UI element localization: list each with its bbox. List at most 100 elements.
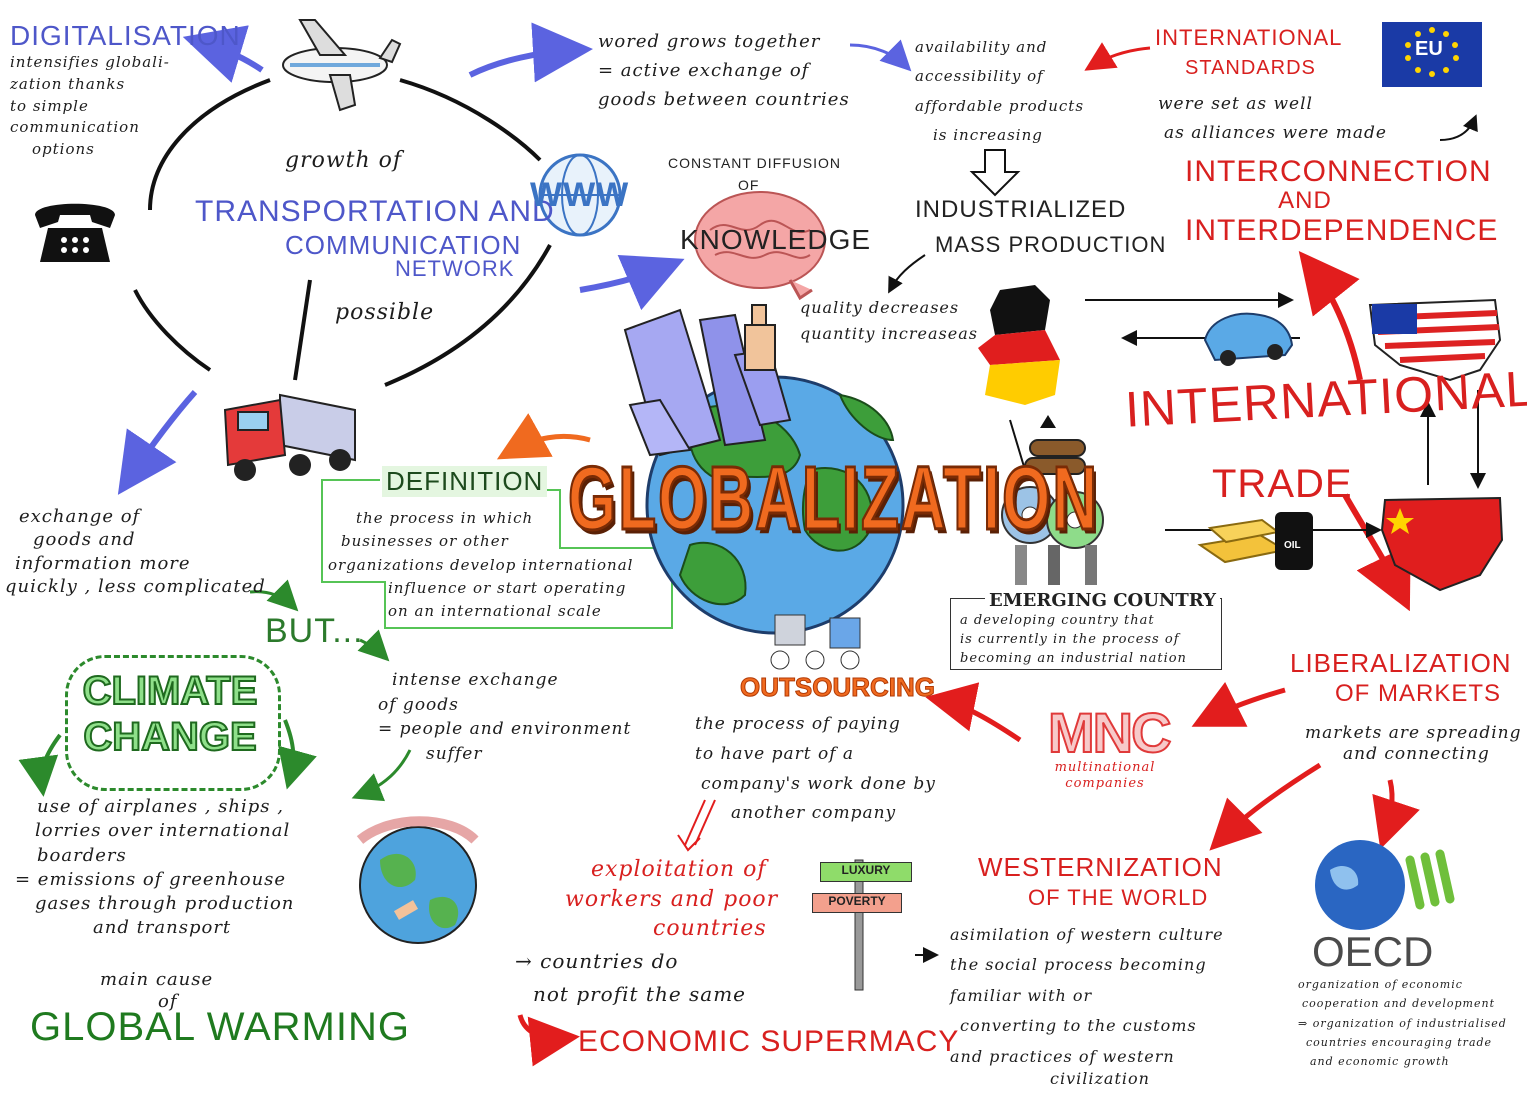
digitalisation-title: DIGITALISATION bbox=[10, 20, 241, 51]
exchange-text: exchange of goods and information more q… bbox=[5, 506, 266, 598]
puzzle-people-icon bbox=[770, 614, 861, 670]
westernization-text: asimilation of western culture the socia… bbox=[950, 925, 1224, 1088]
loop-line-right bbox=[384, 244, 552, 387]
outsourcing-text: the process of paying to have part of a … bbox=[695, 714, 936, 824]
poverty-sign: POVERTY bbox=[812, 893, 902, 913]
hollow-down-arrow bbox=[969, 149, 1021, 197]
climate-cloud-border bbox=[65, 655, 281, 791]
gold-bars-icon bbox=[1197, 518, 1288, 564]
oecd-globe-icon bbox=[1315, 840, 1455, 930]
oecd-title: OECD bbox=[1312, 928, 1434, 975]
arrow-intense-to-use bbox=[351, 749, 412, 802]
arrow-to-exploitation bbox=[684, 799, 706, 846]
arrow-from-but bbox=[357, 629, 390, 662]
arrow-to-eu bbox=[1439, 114, 1478, 141]
arrow-to-digitalisation bbox=[182, 25, 264, 83]
oil-barrel-icon bbox=[1275, 512, 1313, 570]
signpost-icon bbox=[854, 859, 864, 991]
global-warming-title: GLOBAL WARMING bbox=[30, 1005, 410, 1049]
luxury-sign: LUXURY bbox=[820, 862, 912, 882]
telephone-icon bbox=[35, 203, 115, 262]
city-buildings-icon bbox=[623, 304, 792, 457]
arrow-to-knowledge bbox=[579, 254, 685, 311]
main-cause-label: main cause bbox=[100, 969, 214, 990]
availability-text: availability and accessibility of afford… bbox=[915, 38, 1085, 144]
transport-title-2: COMMUNICATION bbox=[285, 230, 522, 260]
mass-production-label: MASS PRODUCTION bbox=[935, 232, 1167, 257]
growth-of-label: growth of bbox=[285, 148, 403, 173]
arrow-to-but bbox=[249, 579, 299, 612]
arrow-to-world bbox=[468, 22, 593, 83]
eu-label: EU bbox=[1415, 38, 1443, 60]
arrow-from-standards bbox=[1084, 42, 1151, 71]
exploitation-text: exploitation of workers and poor countri… bbox=[565, 857, 779, 942]
liberalization-text: markets are spreading and connecting bbox=[1305, 723, 1522, 765]
sick-earth-icon bbox=[356, 816, 479, 944]
knowledge-pre-1: CONSTANT DIFFUSION bbox=[668, 155, 842, 171]
definition-box-outline bbox=[321, 479, 673, 629]
arrow-to-quality bbox=[888, 254, 926, 294]
loop-line-top-right bbox=[399, 78, 542, 162]
logs-icon bbox=[1024, 415, 1086, 475]
arrow-to-westernization bbox=[1209, 762, 1322, 851]
intense-text: intense exchange of goods = people and e… bbox=[378, 670, 632, 764]
line-germany-to-logs bbox=[1009, 419, 1026, 471]
standards-text: were set as well as alliances were made bbox=[1158, 94, 1387, 143]
westernization-title-1: WESTERNIZATION bbox=[978, 852, 1223, 882]
car-icon bbox=[1203, 312, 1294, 366]
arrow-to-interconnection bbox=[1298, 250, 1363, 381]
gears-icon bbox=[1001, 486, 1104, 585]
digitalisation-text: intensifies globali- zation thanks to si… bbox=[10, 53, 170, 158]
arrow-to-definition bbox=[496, 413, 591, 460]
arrow-to-supremacy bbox=[517, 1014, 580, 1067]
truck-icon bbox=[223, 393, 356, 481]
eu-flag-icon bbox=[1382, 22, 1482, 87]
mnc-title: MNC bbox=[1047, 700, 1173, 765]
china-flag-map-icon bbox=[1380, 496, 1504, 592]
liberalization-title-1: LIBERALIZATION bbox=[1290, 648, 1512, 678]
mnc-subtitle: multinational companies bbox=[1054, 760, 1156, 791]
emerging-country-text: a developing country that is currently i… bbox=[960, 613, 1187, 666]
outsourcing-title: OUTSOURCING bbox=[740, 672, 936, 703]
airplane-icon bbox=[282, 19, 402, 112]
arrow-to-exchange bbox=[117, 390, 198, 495]
loop-line-top-left bbox=[148, 78, 271, 211]
www-globe-icon bbox=[538, 153, 622, 237]
arrow-climate-right bbox=[278, 719, 317, 790]
arrow-to-mnc bbox=[1191, 681, 1286, 727]
arrow-to-oecd bbox=[1372, 779, 1420, 850]
countries-profit-text: → countries do not profit the same bbox=[515, 949, 747, 1006]
quality-quantity-text: quality decreases quantity increaseas bbox=[800, 298, 978, 343]
knowledge-pre-2: OF bbox=[738, 177, 760, 193]
arrow-to-availability bbox=[849, 39, 912, 72]
standards-title-1: INTERNATIONAL bbox=[1155, 25, 1343, 50]
climate-change-title: CLIMATE CHANGE bbox=[82, 668, 259, 760]
possible-label: possible bbox=[335, 300, 435, 325]
transport-title-1: TRANSPORTATION AND bbox=[195, 195, 555, 228]
international-trade-title-2: TRADE bbox=[1212, 462, 1353, 506]
standards-title-2: STANDARDS bbox=[1185, 57, 1316, 79]
oecd-text: organization of economic cooperation and… bbox=[1298, 978, 1507, 1068]
www-label: WWW bbox=[530, 176, 630, 214]
of-label: of bbox=[158, 991, 178, 1012]
loop-line-center bbox=[293, 279, 312, 381]
brain-icon bbox=[694, 191, 826, 301]
oil-label: OIL bbox=[1284, 540, 1301, 551]
world-grows-text: wored grows together = active exchange o… bbox=[598, 31, 850, 110]
globalization-title: GLOBALIZATION bbox=[567, 448, 1100, 551]
germany-flag-map-icon bbox=[978, 285, 1060, 405]
emerging-country-title: EMERGING COUNTRY bbox=[985, 590, 1221, 611]
loop-line-left bbox=[133, 289, 212, 372]
westernization-title-2: OF THE WORLD bbox=[1028, 885, 1209, 910]
industrialized-label: INDUSTRIALIZED bbox=[915, 196, 1127, 223]
definition-title: DEFINITION bbox=[382, 466, 548, 497]
usa-flag-map-icon bbox=[1368, 298, 1502, 382]
liberalization-title-2: OF MARKETS bbox=[1335, 680, 1502, 707]
transport-title-3: NETWORK bbox=[395, 256, 515, 281]
arrow-climate-left bbox=[18, 733, 62, 797]
climate-use-text: use of airplanes , ships , lorries over … bbox=[15, 796, 295, 939]
arrow-to-outsourcing bbox=[925, 682, 1022, 743]
but-label: BUT... bbox=[265, 612, 364, 650]
